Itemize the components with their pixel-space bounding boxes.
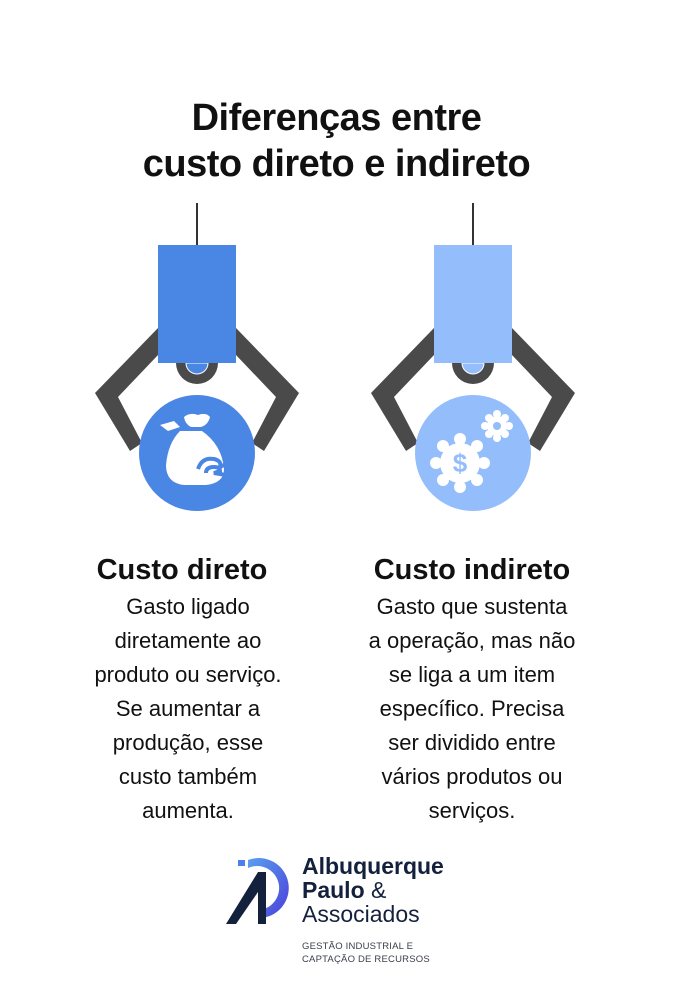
title-line-2: custo direto e indireto (142, 143, 531, 186)
indirect-cost-heading: Custo indireto (373, 554, 571, 587)
direct-cost-heading: Custo direto (96, 554, 268, 587)
title-line-1: Diferenças entre (191, 97, 482, 140)
claw-direct-icon (95, 203, 299, 511)
page-title: Diferenças entre custo direto e indireto (0, 95, 673, 187)
company-logo: Albuquerque Paulo & Associados GESTÃO IN… (222, 852, 472, 967)
gear-dollar-icon: $ (430, 410, 513, 493)
logo-tagline: GESTÃO INDUSTRIAL E CAPTAÇÃO DE RECURSOS (302, 941, 430, 965)
logo-company-name: Albuquerque Paulo & Associados (302, 853, 444, 927)
indirect-cost-description: Gasto que sustenta a operação, mas não s… (368, 594, 576, 823)
indirect-cost-claw-illustration: $ (356, 195, 596, 515)
direct-cost-description: Gasto ligado diretamente ao produto ou s… (94, 594, 282, 823)
svg-text:$: $ (453, 448, 468, 478)
logo-mark-icon (226, 858, 289, 924)
money-bag-icon (160, 413, 224, 485)
claw-indirect-icon: $ (371, 203, 575, 511)
direct-cost-claw-illustration (80, 195, 320, 515)
